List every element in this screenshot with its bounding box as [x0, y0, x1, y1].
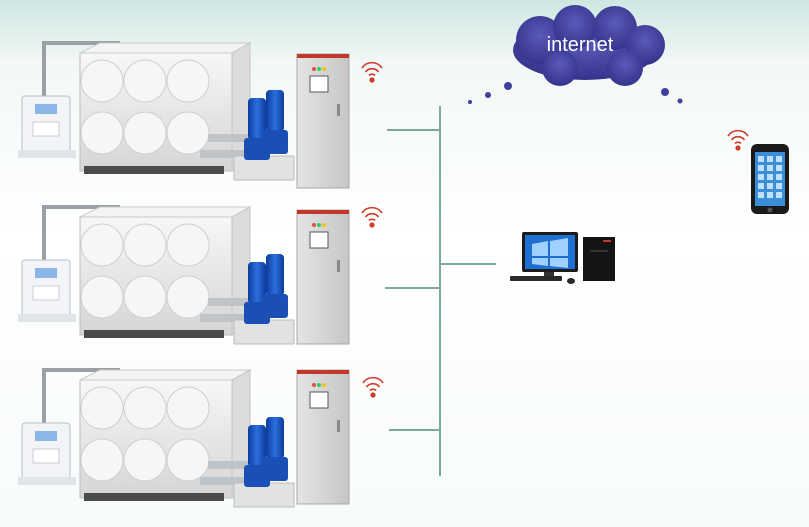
water-supply-unit-2 — [16, 205, 296, 346]
wifi-icon — [727, 129, 749, 152]
wifi-icon — [361, 206, 383, 229]
smartphone-icon — [751, 144, 789, 214]
water-supply-unit-3 — [16, 368, 296, 509]
wifi-icon — [361, 61, 383, 84]
control-cabinet-2 — [296, 209, 350, 345]
water-supply-unit-1 — [16, 41, 296, 182]
desktop-computer-icon — [510, 232, 615, 284]
control-cabinet-3 — [296, 369, 350, 505]
internet-label: internet — [546, 34, 614, 56]
network-lines — [385, 106, 496, 476]
internet-cloud — [468, 5, 683, 104]
wifi-icon — [362, 376, 384, 399]
control-cabinet-1 — [296, 53, 350, 189]
